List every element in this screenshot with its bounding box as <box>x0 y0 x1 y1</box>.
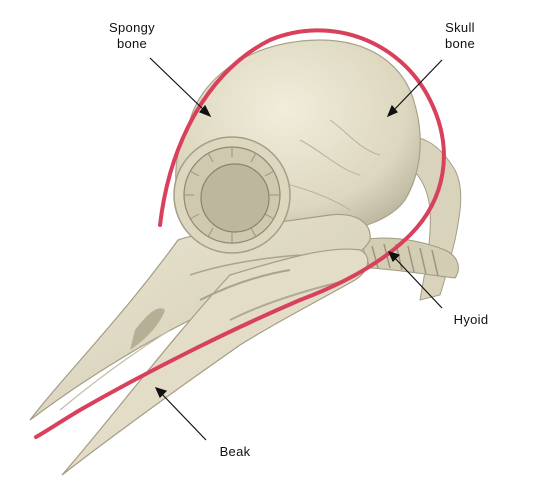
label-hyoid-text: Hyoid <box>453 312 489 327</box>
label-skull-bone-line1: Skull <box>445 20 475 35</box>
label-spongy-bone-line2: bone <box>116 36 148 51</box>
beak-details <box>59 254 341 411</box>
pointer-lines <box>149 57 443 441</box>
label-spongy-bone-line1: Spongy <box>109 20 155 35</box>
hyoid-horn <box>34 28 446 439</box>
label-beak: Beak <box>200 444 270 460</box>
label-skull-bone-line2: bone <box>444 36 476 51</box>
label-beak-text: Beak <box>219 444 251 459</box>
label-spongy-bone: Spongy bone <box>82 20 182 52</box>
cranium-texture <box>289 119 381 211</box>
label-hyoid: Hyoid <box>436 312 506 328</box>
label-skull-bone: Skull bone <box>420 20 500 52</box>
eye-socket <box>173 136 291 254</box>
